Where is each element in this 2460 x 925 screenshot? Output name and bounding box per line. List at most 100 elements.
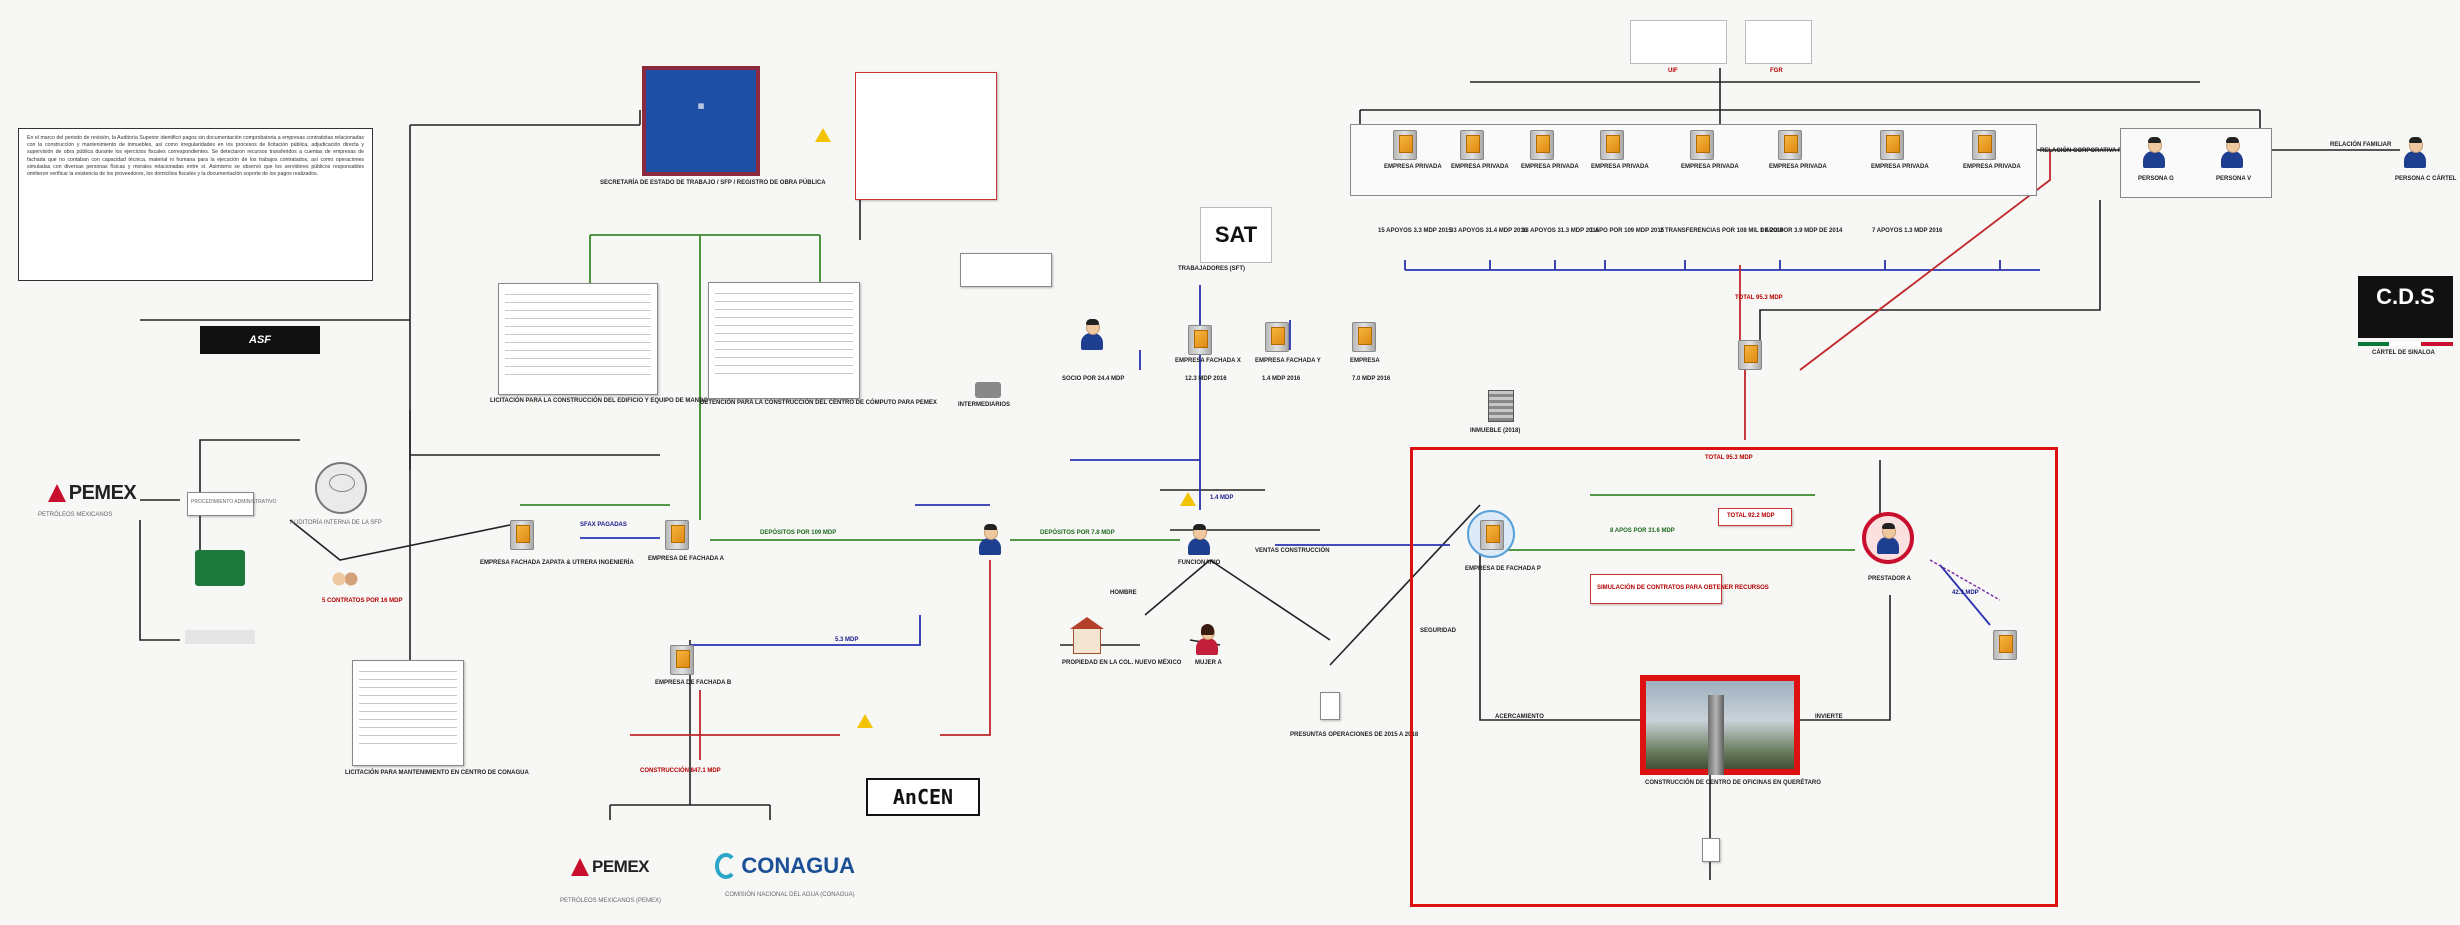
- company-top-2-label: EMPRESA PRIVADA: [1451, 164, 1509, 170]
- shcp-logo: ▦: [642, 66, 760, 176]
- fachada-z-label: EMPRESA: [1350, 358, 1380, 364]
- construction-photo: [1646, 681, 1794, 775]
- empresa-mid-right-icon: [1738, 340, 1762, 370]
- doc-caption: PRESUNTAS OPERACIONES DE 2015 A 2018: [1290, 732, 1419, 738]
- red-frame-box: [1410, 447, 2058, 907]
- licitacion-caption: LICITACIÓN PARA LA CONSTRUCCIÓN DEL EDIF…: [490, 398, 709, 404]
- document-operaciones-icon: [1320, 692, 1340, 720]
- edge-a-mid-label: DEPÓSITOS POR 109 MDP: [760, 530, 837, 536]
- persona-c-label: PERSONA C CÁRTEL: [2395, 176, 2457, 182]
- person-funcionario-icon: [1187, 524, 1211, 555]
- warning-icon-top: [815, 128, 831, 142]
- edge-conagua-label: CONSTRUCCIÓN 847.1 MDP: [640, 768, 721, 774]
- empresa-p-label: EMPRESA DE FACHADA P: [1465, 566, 1541, 572]
- cds-caption: CÁRTEL DE SINALOA: [2372, 350, 2435, 356]
- shcp-caption: SECRETARÍA DE ESTADO DE TRABAJO / SFP / …: [600, 180, 826, 186]
- edge-pres-out-label: INVIERTE: [1815, 714, 1843, 720]
- empresa-fachada-label: EMPRESA FACHADA ZAPATA & UTRERA INGENIER…: [480, 560, 634, 566]
- person-v-icon: [2220, 137, 2244, 168]
- person-g-icon: [2142, 137, 2166, 168]
- pemex-left-caption: PETRÓLEOS MEXICANOS: [38, 512, 113, 518]
- relacion-label: RELACIÓN CORPORATIVA FINANCIERA: [2040, 148, 2155, 154]
- fachada-y-server-icon: [1265, 322, 1289, 352]
- edge-red-up-label: TOTAL 95.3 MDP: [1705, 455, 1753, 461]
- property-house-icon: [1070, 617, 1104, 654]
- person-c-icon: [2403, 137, 2427, 168]
- conagua-caption: COMISIÓN NACIONAL DEL AGUA (CONAGUA): [725, 892, 855, 898]
- persona-g-label: PERSONA G: [2138, 176, 2174, 182]
- person-mujer-icon: [1195, 624, 1219, 655]
- company-top-4-label: EMPRESA PRIVADA: [1591, 164, 1649, 170]
- company-top-1-amount: 15 APOYOS 3.3 MDP 2015: [1378, 228, 1452, 234]
- monto-y-label: 1.4 MDP 2016: [1262, 376, 1301, 382]
- contrato-label: 5 CONTRATOS POR 16 MDP: [322, 598, 403, 604]
- company-top-3-amount: 13 APOYOS 31.3 MDP 2015: [1522, 228, 1600, 234]
- building-inmueble-icon: [1488, 390, 1514, 422]
- company-top-2-icon: [1460, 130, 1484, 160]
- fachada-x-label: EMPRESA FACHADA X: [1175, 358, 1241, 364]
- empresa-b-server-icon: [670, 645, 694, 675]
- conagua-logo: CONAGUA: [715, 848, 855, 884]
- empresa-a-label: EMPRESA DE FACHADA A: [648, 556, 725, 562]
- fachada-x-server-icon: [1188, 325, 1212, 355]
- monto-x-label: 12.3 MDP 2016: [1185, 376, 1227, 382]
- empresa-fachada-server-icon: [510, 520, 534, 550]
- relacion-familiar-label: RELACIÓN FAMILIAR: [2330, 142, 2392, 148]
- cfe-logo: [195, 550, 245, 586]
- person-socio-icon: [1080, 319, 1104, 350]
- persona-v-label: PERSONA V: [2216, 176, 2252, 182]
- asf-report-textbox: En el marco del periodo de revisión, la …: [18, 128, 373, 281]
- edge-red-down-label: TOTAL 95.3 MDP: [1735, 295, 1783, 301]
- cds-flag-green: [2358, 342, 2389, 346]
- warning-icon-center: [1180, 492, 1196, 506]
- company-top-8-icon: [1972, 130, 1996, 160]
- prestador-circle: [1862, 512, 1914, 564]
- company-top-5-amount: 2 TRANSFERENCIAS POR 108 MIL DE 2016: [1660, 228, 1784, 234]
- top-logo-fgr: [1745, 20, 1812, 64]
- pemex-mark-bottom-icon: [570, 858, 589, 876]
- red-text-note: [855, 72, 997, 200]
- company-top-6-amount: 1 APO POR 3.9 MDP DE 2014: [1760, 228, 1843, 234]
- edge-extra-label: 42.3 MDP: [1952, 590, 1979, 596]
- monto-z-label: 7.0 MDP 2016: [1352, 376, 1391, 382]
- cds-flag-white: [2389, 342, 2421, 346]
- ancen-logo: AnCEN: [866, 778, 980, 816]
- edge-p-pres-label: 8 APOS POR 31.6 MDP: [1610, 528, 1675, 534]
- company-top-3-icon: [1530, 130, 1554, 160]
- asf-logo: ASF: [200, 326, 320, 354]
- gente-caption: INTERMEDIARIOS: [958, 402, 1011, 408]
- foto-caption: CONSTRUCCIÓN DE CENTRO DE OFICINAS EN QU…: [1645, 780, 1821, 786]
- edge-pres-d-label: SEGURIDAD: [1420, 628, 1457, 634]
- auditoria-seal-icon: [315, 462, 367, 514]
- company-top-7-label: EMPRESA PRIVADA: [1871, 164, 1929, 170]
- sat-caption: TRABAJADORES (SFT): [1178, 266, 1245, 272]
- persona-r-label: FUNCIONARIO: [1178, 560, 1221, 566]
- company-top-6-label: EMPRESA PRIVADA: [1769, 164, 1827, 170]
- company-top-7-icon: [1880, 130, 1904, 160]
- persona-h-label: HOMBRE: [1110, 590, 1137, 596]
- document-left-box: [352, 660, 464, 766]
- persona-m-label: MUJER A: [1195, 660, 1222, 666]
- top-logo-2-caption: FGR: [1770, 68, 1783, 74]
- cds-flag-red: [2421, 342, 2453, 346]
- sfp-note-box: PROCEDIMIENTO ADMINISTRATIVO: [187, 492, 276, 516]
- pemex-logo-bottom: PEMEX: [555, 852, 665, 882]
- note-box-center: [960, 253, 1052, 287]
- document-licitacion-2: [708, 282, 860, 399]
- person-intermediario-icon: [978, 524, 1002, 555]
- conagua-mark-icon: [715, 853, 738, 879]
- handshake-icon: [330, 570, 360, 588]
- casa-caption: PROPIEDAD EN LA COL. NUEVO MÉXICO: [1062, 660, 1182, 666]
- document-licitacion-1: [498, 283, 658, 395]
- top-logo-uif: [1630, 20, 1727, 64]
- company-top-4-amount: 1 APO POR 109 MDP 2015: [1590, 228, 1665, 234]
- building-caption: INMUEBLE (2018): [1470, 428, 1521, 434]
- fachada-z-server-icon: [1352, 322, 1376, 352]
- company-top-5-icon: [1690, 130, 1714, 160]
- pemex-mark-icon: [47, 484, 66, 502]
- edge-mid-r-label: DEPÓSITOS POR 7.8 MDP: [1040, 530, 1115, 536]
- edge-fachada-a-label: SFAX PAGADAS: [580, 522, 627, 528]
- company-top-7-amount: 7 APOYOS 1.3 MDP 2016: [1872, 228, 1943, 234]
- edge-b-mid-label: 5.3 MDP: [835, 637, 859, 643]
